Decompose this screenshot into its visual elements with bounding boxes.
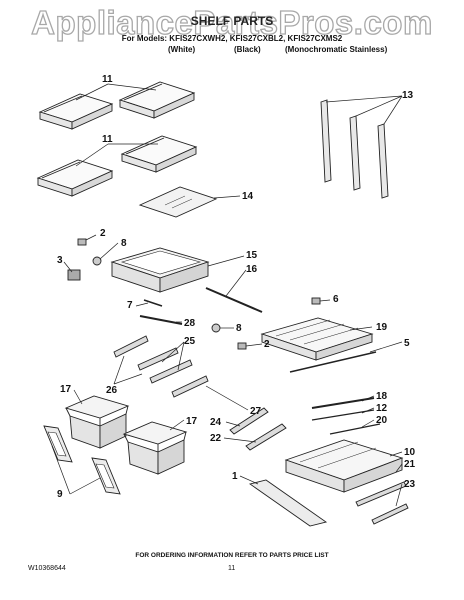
callout-23: 23 (404, 479, 416, 490)
callout-5: 5 (404, 338, 410, 349)
callout-1: 1 (232, 471, 238, 482)
bracket-part-3 (67, 269, 81, 281)
document-number: W10368644 (28, 565, 66, 572)
models-line: For Models: KFIS27CXWH2, KFIS27CXBL2, KF… (121, 34, 343, 43)
callout-18: 18 (376, 391, 388, 402)
cover-part-1 (248, 479, 328, 527)
rod-part-18 (311, 397, 375, 409)
ordering-notice: FOR ORDERING INFORMATION REFER TO PARTS … (135, 552, 329, 559)
color-black-label: (Black) (234, 45, 261, 54)
callout-20: 20 (376, 415, 388, 426)
callout-19: 19 (376, 322, 388, 333)
part-7 (143, 299, 163, 307)
callout-12: 12 (376, 403, 388, 414)
callout-2-lower: 2 (264, 339, 270, 350)
callout-21: 21 (404, 459, 416, 470)
callout-7: 7 (127, 300, 133, 311)
washer-part-8-upper (92, 256, 102, 266)
callout-25: 25 (184, 336, 196, 347)
washer-part-8-lower (211, 323, 221, 333)
slide-part-25 (137, 347, 193, 384)
callout-leader-lines (51, 83, 403, 507)
callout-16: 16 (246, 264, 258, 275)
shelf-rail-part-13 (320, 99, 389, 199)
callout-14: 14 (242, 191, 254, 202)
part-23 (371, 503, 409, 525)
pan-part-21 (284, 439, 404, 493)
callout-2-upper: 2 (100, 228, 106, 239)
wire-shelf-part-19 (260, 317, 374, 361)
part-20 (329, 423, 381, 435)
callout-11-middle: 11 (102, 134, 113, 145)
callout-24: 24 (210, 417, 222, 428)
page-number: 11 (228, 565, 236, 572)
screw-part-2-lower (237, 342, 247, 350)
callout-17-left: 17 (60, 384, 72, 395)
rail-part-24 (229, 407, 269, 435)
color-white-label: (White) (168, 45, 196, 54)
shelf-part-11-d (120, 135, 198, 173)
part-12 (311, 409, 375, 421)
callout-10: 10 (404, 447, 416, 458)
watermark: AppliancePartsPros.com (31, 3, 433, 41)
rail-part-22 (245, 423, 287, 451)
callout-6: 6 (333, 294, 339, 305)
callout-11-top: 11 (102, 74, 113, 85)
callout-15: 15 (246, 250, 258, 261)
callout-28: 28 (184, 318, 196, 329)
screw-part-2-upper (77, 238, 87, 246)
callout-3: 3 (57, 255, 63, 266)
shelf-part-11-a (38, 93, 114, 130)
callout-8-lower: 8 (236, 323, 242, 334)
clip-part-6 (311, 297, 321, 305)
rod-part-16 (205, 287, 263, 313)
page-title: SHELF PARTS (190, 14, 274, 28)
slide-part-27 (171, 375, 209, 398)
shelf-part-11-c (36, 159, 114, 197)
callout-27: 27 (250, 406, 262, 417)
crisper-drawer-part-17-left (64, 395, 130, 449)
slide-part-26 (113, 335, 149, 358)
crisper-drawer-part-17-right (122, 421, 188, 475)
callout-8-upper: 8 (121, 238, 127, 249)
color-mono-label: (Monochromatic Stainless) (285, 45, 388, 54)
drawer-front-part-9-a (43, 425, 73, 463)
callout-labels: 11 11 13 14 2 8 3 15 16 7 28 6 8 19 2 5 … (57, 74, 416, 500)
trim-part-5 (289, 351, 377, 373)
glass-shelf-part-14 (138, 186, 218, 218)
drawer-front-part-9-b (91, 457, 121, 495)
callout-22: 22 (210, 433, 222, 444)
callout-13: 13 (402, 90, 414, 101)
callout-26: 26 (106, 385, 118, 396)
slide-part-10 (355, 481, 407, 507)
shelf-part-11-b (118, 81, 196, 119)
shelf-frame-part-15 (110, 247, 210, 293)
callout-9: 9 (57, 489, 63, 500)
cover-part-28 (139, 315, 183, 325)
callout-17-right: 17 (186, 416, 198, 427)
